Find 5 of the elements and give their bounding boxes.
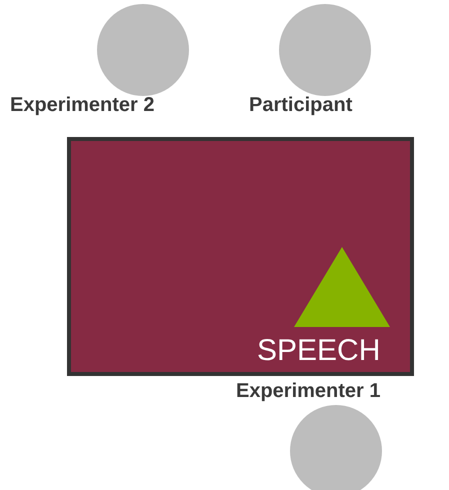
seat-label: Participant [249,94,352,116]
seat-label: Experimenter 2 [10,94,155,116]
speech-label: SPEECH [257,335,380,367]
table-rectangle [67,137,414,376]
seat-label: Experimenter 1 [236,380,381,402]
